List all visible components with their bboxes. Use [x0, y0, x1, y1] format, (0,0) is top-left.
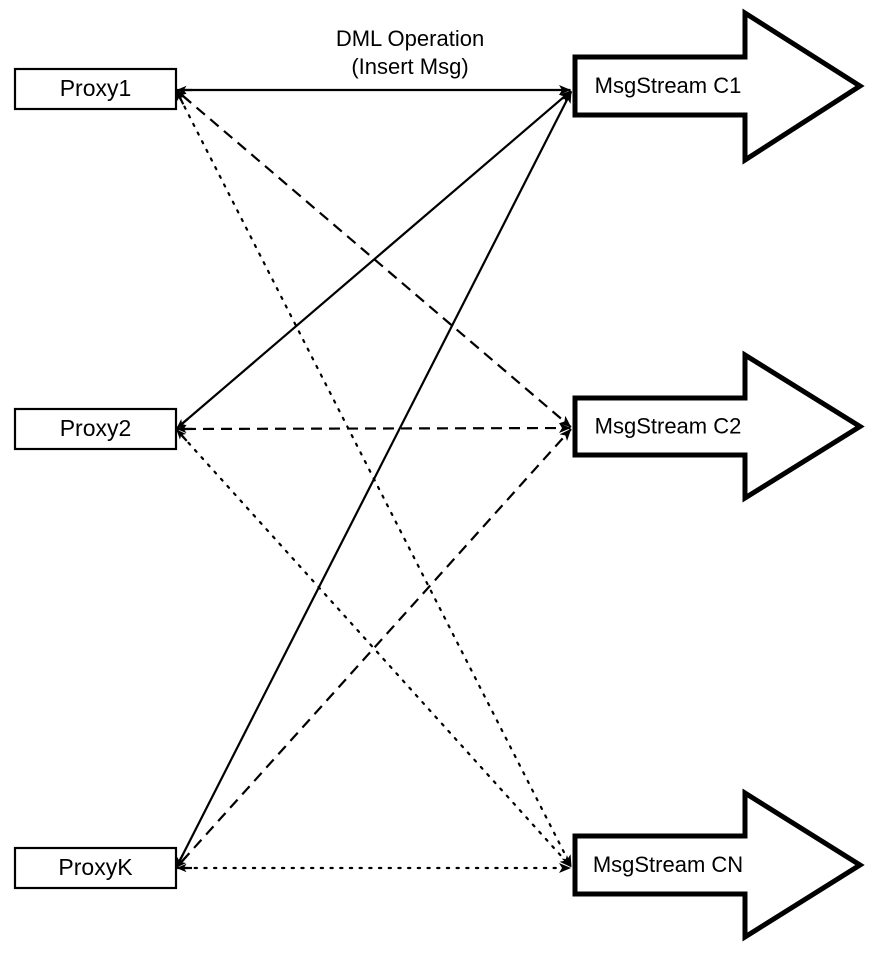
edge-line: [180, 434, 573, 868]
proxy-box[interactable]: [13, 846, 178, 890]
msgstream-node-c1[interactable]: MsgStream C1: [572, 8, 865, 165]
msgstream-label: MsgStream C1: [595, 73, 742, 98]
msgstream-node-c2[interactable]: MsgStream C2: [572, 350, 865, 503]
proxy-node-proxyk[interactable]: ProxyK: [13, 846, 178, 890]
msgstream-label: MsgStream CN: [593, 852, 743, 877]
edge-p2-cn: [175, 429, 573, 868]
proxy-box[interactable]: [13, 67, 178, 111]
edge-source-arrowhead: [175, 429, 188, 442]
edges-layer: [175, 85, 573, 873]
msgstream-label: MsgStream C2: [595, 413, 742, 438]
edge-line: [181, 428, 572, 863]
proxy-label: Proxy1: [60, 75, 132, 101]
proxy-label: Proxy2: [60, 415, 132, 441]
edge-source-arrowhead: [175, 90, 185, 105]
edge-source-arrowhead: [176, 417, 189, 430]
proxy-node-proxy1[interactable]: Proxy1: [13, 67, 178, 111]
edge-line: [184, 423, 571, 434]
edge-line: [179, 90, 573, 861]
edge-caption-line1: DML Operation: [336, 26, 484, 51]
edge-p1-cn: [175, 90, 573, 868]
stream-nodes-layer: MsgStream C1 MsgStream C2 MsgStream CN: [572, 8, 865, 942]
proxy-label: ProxyK: [58, 854, 133, 880]
edge-line: [182, 90, 572, 424]
msgstream-node-cn[interactable]: MsgStream CN: [572, 788, 865, 942]
block-arrow-shape[interactable]: [572, 8, 865, 165]
edge-pk-c1: [175, 90, 573, 868]
edge-line: [178, 96, 573, 868]
proxy-node-proxy2[interactable]: Proxy2: [13, 407, 178, 451]
edge-line: [182, 95, 572, 428]
proxy-box[interactable]: [13, 407, 178, 451]
block-arrow-shape[interactable]: [572, 788, 865, 942]
edge-caption-line2: (Insert Msg): [351, 54, 468, 79]
edge-p2-c2: [176, 423, 571, 434]
block-arrow-shape[interactable]: [572, 350, 865, 503]
